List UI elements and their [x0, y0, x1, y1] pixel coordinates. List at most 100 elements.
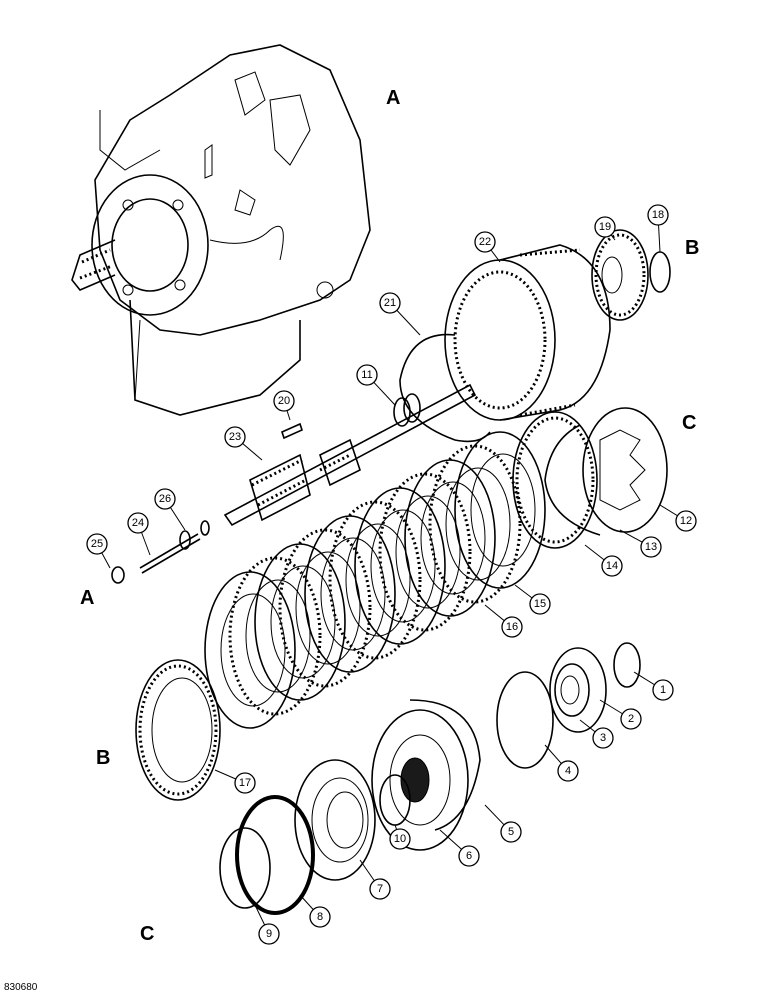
callout-number-7: 7 — [377, 883, 383, 895]
callout-number-18: 18 — [652, 209, 664, 221]
plate-12 — [582, 407, 668, 533]
callout-number-19: 19 — [599, 221, 611, 233]
callout-number-16: 16 — [506, 621, 518, 633]
callout-number-15: 15 — [534, 598, 546, 610]
clutch-disc — [378, 472, 472, 632]
callout-circle-13 — [640, 536, 662, 558]
callout-circle-3 — [592, 727, 614, 749]
transmission-housing — [71, 44, 371, 416]
clutch-disc-pack — [204, 431, 546, 729]
housing-7 — [294, 759, 376, 881]
snap-ring-1 — [613, 642, 641, 688]
callout-circle-18 — [647, 204, 669, 226]
section-letter-c-bottom: C — [140, 923, 154, 945]
callout-number-2: 2 — [628, 713, 634, 725]
clutch-disc-inner — [395, 495, 461, 609]
clutch-plate-14 — [512, 411, 598, 549]
clutch-disc-inner — [295, 551, 361, 665]
callout-circle-16 — [501, 616, 523, 638]
seal-8 — [235, 795, 315, 915]
mainshaft — [223, 383, 477, 527]
callout-circle-8 — [309, 906, 331, 928]
piston-6 — [371, 709, 469, 851]
clutch-disc-inner — [445, 467, 511, 581]
callout-circle-12 — [675, 510, 697, 532]
callout-circle-26 — [154, 488, 176, 510]
callout-circle-22 — [474, 231, 496, 253]
bearing-2 — [549, 647, 607, 733]
pin-24 — [139, 533, 201, 574]
callout-circle-6 — [458, 845, 480, 867]
callout-circle-23 — [224, 426, 246, 448]
section-letter-c-top: C — [682, 412, 696, 434]
callout-circle-20 — [273, 390, 295, 412]
callout-circle-11 — [356, 364, 378, 386]
callout-number-1: 1 — [660, 684, 666, 696]
clutch-disc — [304, 515, 396, 673]
spring-5 — [409, 699, 481, 831]
callout-circle-10 — [389, 828, 411, 850]
leader-lines — [96, 214, 687, 935]
clutch-disc — [454, 431, 546, 589]
callout-circle-7 — [369, 878, 391, 900]
snap-ring-13 — [544, 424, 601, 536]
callout-number-6: 6 — [466, 850, 472, 862]
callout-circle-17 — [234, 772, 256, 794]
clutch-disc — [228, 556, 322, 716]
callout-number-10: 10 — [394, 833, 406, 845]
clutch-disc-inner — [245, 579, 311, 693]
callout-circle-1 — [652, 679, 674, 701]
callout-number-25: 25 — [91, 538, 103, 550]
section-letter-b-left: B — [96, 747, 110, 769]
cap-25 — [111, 566, 125, 584]
callout-circle-14 — [601, 555, 623, 577]
snap-ring-21 — [399, 333, 491, 443]
clutch-drum — [444, 244, 611, 421]
clutch-disc-inner — [470, 453, 536, 567]
clutch-disc — [428, 444, 522, 604]
callout-number-4: 4 — [565, 765, 571, 777]
part-callouts: 1234567891011121314151617181920212223242… — [86, 204, 697, 945]
callout-number-9: 9 — [266, 928, 272, 940]
callout-number-23: 23 — [229, 431, 241, 443]
callout-circle-4 — [557, 760, 579, 782]
callout-number-14: 14 — [606, 560, 618, 572]
callout-number-5: 5 — [508, 826, 514, 838]
callout-circle-24 — [127, 512, 149, 534]
callout-number-12: 12 — [680, 515, 692, 527]
clutch-disc — [278, 528, 372, 688]
callout-circle-21 — [379, 292, 401, 314]
ring-9 — [219, 827, 271, 909]
clutch-hub-17 — [135, 659, 221, 801]
callout-number-24: 24 — [132, 517, 144, 529]
clutch-disc-inner — [345, 523, 411, 637]
seal-10 — [379, 774, 411, 826]
washers-26 — [179, 520, 210, 550]
clutch-disc — [204, 571, 296, 729]
clutch-disc — [354, 487, 446, 645]
callout-number-21: 21 — [384, 297, 396, 309]
clutch-disc — [404, 459, 496, 617]
clutch-disc — [328, 500, 422, 660]
section-letter-a-top: A — [386, 87, 400, 109]
gear-19 — [591, 229, 649, 321]
callout-number-26: 26 — [159, 493, 171, 505]
callout-number-13: 13 — [645, 541, 657, 553]
callout-number-17: 17 — [239, 777, 251, 789]
callout-number-22: 22 — [479, 236, 491, 248]
section-letters: A B C A B C — [80, 87, 699, 945]
callout-circle-19 — [594, 216, 616, 238]
callout-number-11: 11 — [361, 369, 372, 381]
clutch-disc — [254, 543, 346, 701]
snap-ring-18 — [649, 251, 671, 293]
section-letter-b-top: B — [685, 237, 699, 259]
ring-4 — [496, 671, 554, 769]
callout-number-3: 3 — [600, 732, 606, 744]
callout-circle-15 — [529, 593, 551, 615]
section-letter-a-left: A — [80, 587, 94, 609]
callout-circle-2 — [620, 708, 642, 730]
callout-circle-25 — [86, 533, 108, 555]
drawing-code: 830680 — [4, 982, 38, 993]
callout-circle-9 — [258, 923, 280, 945]
